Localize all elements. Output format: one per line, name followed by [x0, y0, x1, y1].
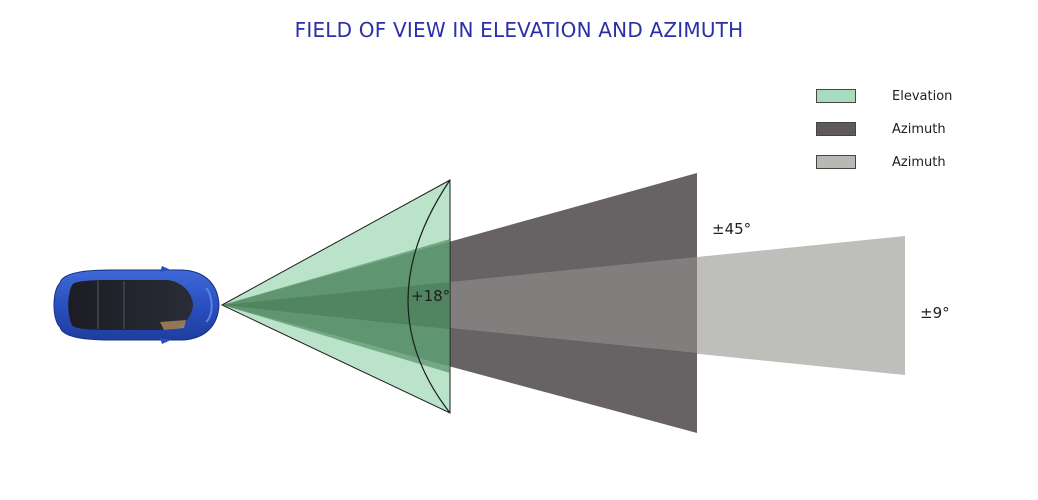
legend-item-azimuth-narrow: Azimuth — [816, 154, 1016, 170]
legend-item-azimuth-wide: Azimuth — [816, 121, 1016, 137]
legend-label-azimuth-narrow: Azimuth — [892, 154, 946, 170]
legend-swatch-azimuth-wide — [816, 122, 856, 136]
car-icon — [53, 266, 220, 344]
legend-item-elevation: Elevation — [816, 88, 1016, 104]
angle-label-elevation: +18° — [411, 287, 450, 305]
azimuth-narrow-overlay — [222, 257, 697, 353]
angle-label-wide-azimuth: ±45° — [712, 220, 751, 238]
angle-label-narrow-azimuth: ±9° — [920, 304, 950, 322]
diagram-title: FIELD OF VIEW IN ELEVATION AND AZIMUTH — [294, 18, 744, 42]
azimuth-wide-beam — [222, 173, 697, 433]
legend-label-elevation: Elevation — [892, 88, 953, 104]
legend: Elevation Azimuth Azimuth — [816, 88, 1016, 187]
elevation-arc — [407, 179, 451, 414]
legend-label-azimuth-wide: Azimuth — [892, 121, 946, 137]
elevation-overlap-region — [222, 239, 450, 373]
legend-swatch-elevation — [816, 89, 856, 103]
legend-swatch-azimuth-narrow — [816, 155, 856, 169]
elevation-core-region — [222, 282, 450, 329]
